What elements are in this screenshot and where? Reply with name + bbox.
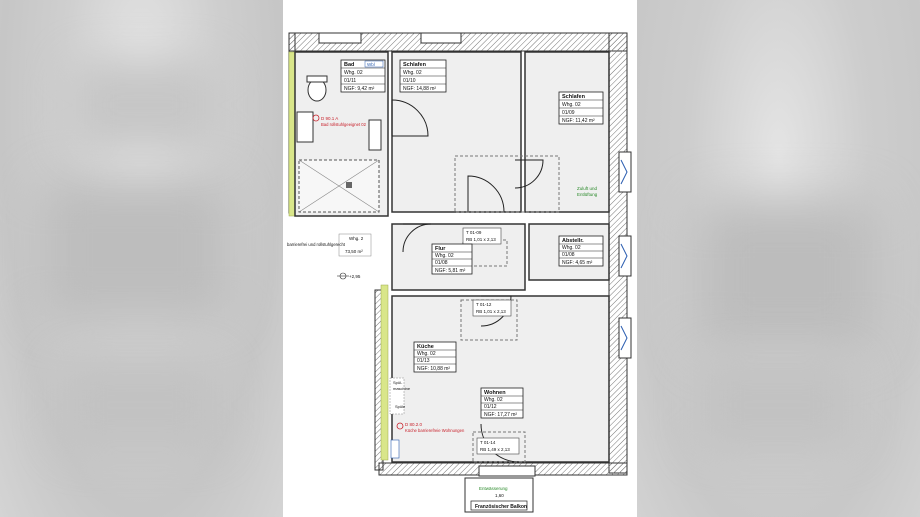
room-label-flur: Flur Whg. 02 01/08 NGF: 5,81 m²: [431, 243, 473, 275]
room-label-wohnen: Wohnen Whg. 02 01/12 NGF: 17,27 m²: [480, 387, 524, 419]
drainage-label: Entwässerung: [479, 486, 508, 491]
door-tag-size: RB 1,01 x 2,13: [466, 237, 496, 242]
annotation-text: Küche barrierefreie Wohnungen: [405, 428, 465, 433]
balcony-label: Französischer Balkon: [475, 504, 527, 510]
room-number: 01/10: [403, 78, 416, 84]
level-marker: +2,95: [349, 274, 361, 279]
floor-plan: T 01-09 RB 1,01 x 2,13 T 01-12 RB 1,01 x…: [283, 0, 637, 517]
room-area: NGF: 11,42 m²: [562, 118, 595, 124]
door-tag-t0114: T 01-14 RB 1,49 x 2,13: [476, 437, 520, 455]
apartment-area: 73,50 m²: [345, 249, 363, 254]
french-balcony: Entwässerung 1,60 Französischer Balkon: [464, 477, 534, 513]
room-area: NGF: 14,88 m²: [403, 86, 436, 92]
room-label-abstellraum: Abstellr. Whg. 02 01/08 NGF: 4,65 m²: [558, 235, 604, 267]
dishwasher-label: maschine: [393, 386, 411, 391]
apartment-name: Whg. 2: [349, 236, 364, 241]
room-unit: Whg. 02: [562, 102, 581, 108]
room-unit: Whg. 02: [435, 253, 454, 259]
room-unit: Whg. 02: [484, 397, 503, 403]
balcony-dimension: 1,60: [495, 493, 504, 498]
room-number: 01/08: [562, 252, 575, 258]
room-number: 01/08: [435, 260, 448, 266]
room-number: 01/09: [562, 110, 575, 116]
door-tag-t0112: T 01-12 RB 1,01 x 2,13: [472, 299, 512, 317]
room-unit: Whg. 02: [344, 70, 363, 76]
room-number: 01/12: [484, 404, 497, 410]
room-name: Abstellr.: [562, 238, 584, 244]
apartment-description: barrierefrei und rollstuhlgerecht: [287, 242, 346, 247]
room-area: NGF: 9,42 m²: [344, 86, 375, 92]
bath-annotation: D 90.1 A Bad rollstuhlgeeignet 02: [312, 114, 367, 127]
room-name: Flur: [435, 246, 446, 252]
door-tag-t0109: T 01-09 RB 1,01 x 2,13: [462, 227, 502, 245]
room-area: NGF: 10,88 m²: [417, 366, 450, 372]
room-area: NGF: 5,81 m²: [435, 268, 466, 274]
kitchen-annotation: D 80.2.0 Küche barrierefreie Wohnungen: [396, 422, 465, 433]
room-name: Wohnen: [484, 390, 506, 396]
room-label-kueche: Küche Whg. 02 01/13 NGF: 10,88 m²: [413, 341, 457, 373]
room-area: NGF: 4,65 m²: [562, 260, 593, 266]
room-unit: Whg. 02: [403, 70, 422, 76]
door-tag-size: RB 1,01 x 2,13: [476, 309, 506, 314]
windows: [318, 32, 632, 477]
door-tag-size: RB 1,49 x 2,13: [480, 447, 510, 452]
room-label-schlafen-2: Schlafen Whg. 02 01/09 NGF: 11,42 m²: [558, 91, 604, 125]
ventilation-note: Zuluft und Entlüftung: [577, 186, 598, 197]
room-name: Schlafen: [562, 94, 586, 100]
room-number: 01/11: [344, 78, 356, 84]
room-unit: Whg. 02: [562, 245, 581, 251]
room-tag: Wbl: [367, 62, 375, 67]
ventilation-text: Zuluft und: [577, 186, 598, 191]
ventilation-text: Entlüftung: [577, 192, 598, 197]
room-name: Bad: [344, 62, 354, 68]
annotation-id: D 90.1 A: [321, 116, 338, 121]
door-tag-id: T 01-14: [480, 440, 496, 445]
floor-plan-drawing: T 01-09 RB 1,01 x 2,13 T 01-12 RB 1,01 x…: [287, 32, 632, 513]
door-tag-id: T 01-09: [466, 230, 482, 235]
annotation-text: Bad rollstuhlgeeignet 02: [321, 122, 367, 127]
blurred-backdrop-right: [637, 0, 920, 517]
room-number: 01/13: [417, 358, 430, 364]
bathroom-fixtures: [296, 75, 382, 213]
dishwasher-label: Spül-: [393, 380, 403, 385]
room-name: Küche: [417, 344, 434, 350]
room-name: Schlafen: [403, 62, 427, 68]
apartment-label: Whg. 2 barrierefrei und rollstuhlgerecht…: [287, 233, 372, 280]
kitchen-appliances: Spül- maschine Spüle: [389, 377, 411, 459]
annotation-id: D 80.2.0: [405, 422, 423, 427]
blurred-backdrop-left: [0, 0, 283, 517]
room-label-schlafen-1: Schlafen Whg. 02 01/10 NGF: 14,88 m²: [399, 59, 447, 93]
door-tag-id: T 01-12: [476, 302, 492, 307]
sink-label: Spüle: [395, 404, 406, 409]
room-label-bad: Bad Wbl Whg. 02 01/11 NGF: 9,42 m²: [340, 59, 386, 93]
room-unit: Whg. 02: [417, 351, 436, 357]
room-area: NGF: 17,27 m²: [484, 412, 517, 418]
